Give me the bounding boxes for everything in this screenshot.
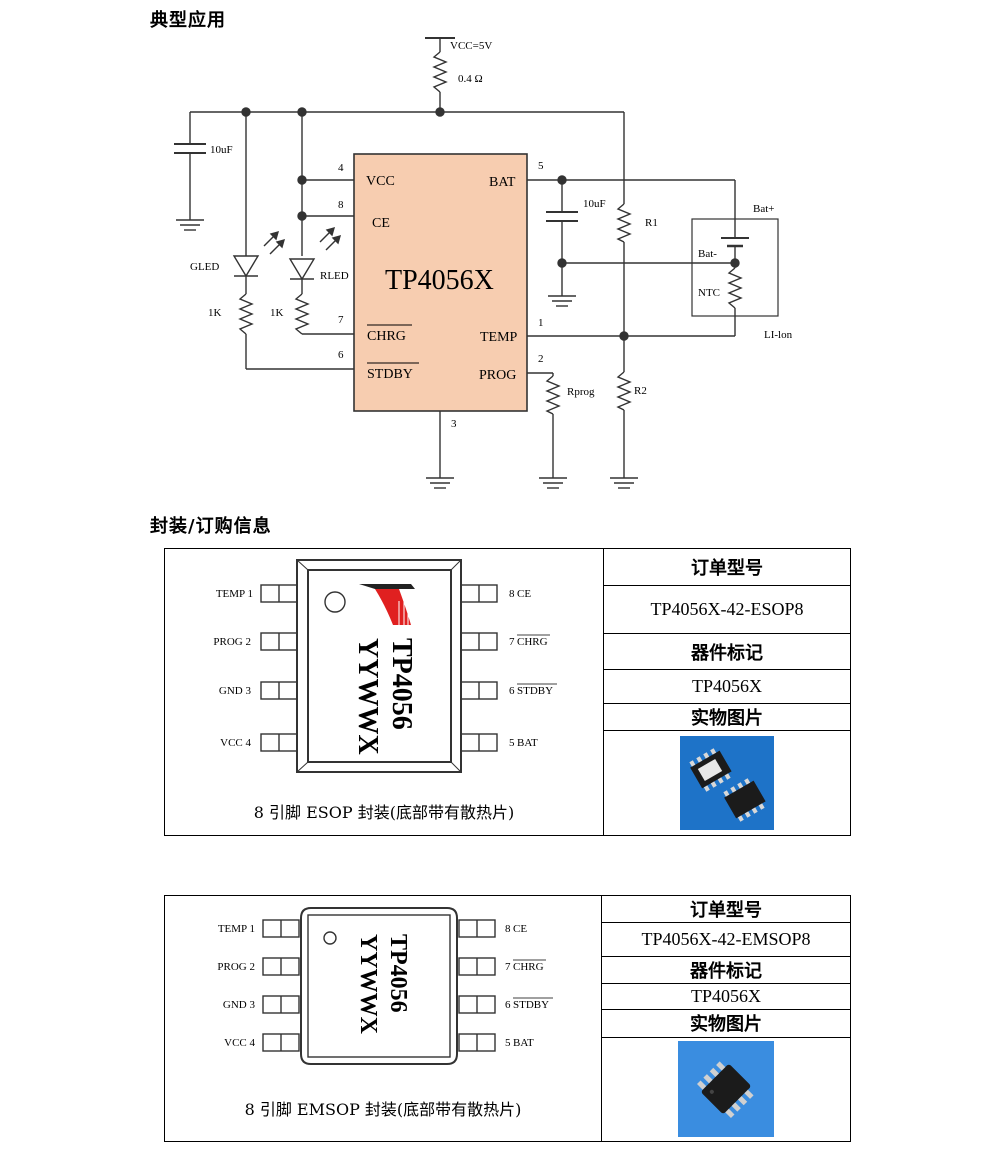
esop-chip-photo: [680, 736, 774, 830]
section-title-package-ordering: 封装/订购信息: [150, 516, 272, 537]
rled-label: RLED: [320, 270, 349, 282]
input-cap-label: 10uF: [210, 144, 233, 156]
emsop-left-pin-1: TEMP 1: [218, 923, 255, 935]
package-table-esop: TEMP 1 PROG 2 GND 3 VCC 4 8 CE 7 CHRG 6 …: [164, 548, 851, 836]
esop-order-value: TP4056X-42-ESOP8: [603, 585, 851, 634]
emsop-mark-header: 器件标记: [601, 956, 851, 985]
esop-right-pin-8-num: 8: [509, 588, 515, 600]
emsop-right-pin-5-num: 5: [505, 1037, 511, 1049]
esop-mark-value: TP4056X: [603, 669, 851, 704]
esop-package-drawing: TEMP 1 PROG 2 GND 3 VCC 4 8 CE 7 CHRG 6 …: [213, 559, 557, 773]
emsop-photo-header: 实物图片: [601, 1009, 851, 1038]
package-drawing-cell: TEMP 1 PROG 2 GND 3 VCC 4 8 CE 7 CHRG 6 …: [164, 895, 602, 1142]
emsop-caption: 8 引脚 EMSOP 封装(底部带有散热片): [244, 1100, 522, 1119]
pin-chrg-num: 7: [338, 314, 344, 326]
ntc-label: NTC: [698, 287, 720, 299]
esop-right-pin-6-num: 6: [509, 685, 515, 697]
pin-temp-name: TEMP: [480, 330, 518, 345]
esop-left-pin-2: PROG 2: [213, 636, 251, 648]
pin-ce-num: 8: [338, 199, 344, 211]
emsop-photo-cell: [601, 1036, 851, 1143]
esop-right-pin-6-name: STDBY: [517, 685, 553, 697]
pin-bat-num: 5: [538, 160, 544, 172]
esop-marking-line1: TP4056: [386, 638, 417, 730]
emsop-right-pin-5-name: BAT: [513, 1037, 534, 1049]
package-drawing-cell: TEMP 1 PROG 2 GND 3 VCC 4 8 CE 7 CHRG 6 …: [164, 548, 604, 836]
esop-marking-line2: YYWWX: [352, 638, 383, 755]
emsop-right-pin-6-num: 6: [505, 999, 511, 1011]
emsop-package-drawing: TEMP 1 PROG 2 GND 3 VCC 4 8 CE 7 CHRG 6 …: [217, 907, 553, 1065]
pin-vcc-name: VCC: [366, 174, 395, 189]
sense-resistor-label: 0.4 Ω: [458, 73, 483, 85]
ic-body: [353, 153, 528, 412]
emsop-right-pin-8-name: CE: [513, 923, 527, 935]
emsop-right-pin-7-name: CHRG: [513, 961, 544, 973]
esop-left-pin-1: TEMP 1: [216, 588, 253, 600]
emsop-order-header: 订单型号: [601, 894, 851, 924]
bat-plus-label: Bat+: [753, 203, 774, 215]
gled-label: GLED: [190, 261, 219, 273]
emsop-left-pin-3: GND 3: [223, 999, 256, 1011]
pin-prog-name: PROG: [479, 368, 516, 383]
esop-order-header: 订单型号: [603, 548, 851, 586]
pin-stdby-name: STDBY: [367, 367, 413, 382]
emsop-marking-line1: TP4056: [385, 934, 411, 1013]
rled-resistor-label: 1K: [270, 307, 284, 319]
section-title-typical-application: 典型应用: [150, 10, 226, 31]
battery-type-label: LI-lon: [764, 329, 793, 341]
bat-cap-label: 10uF: [583, 198, 606, 210]
pin-stdby-num: 6: [338, 349, 344, 361]
pin-temp-num: 1: [538, 317, 544, 329]
emsop-right-pin-6-name: STDBY: [513, 999, 549, 1011]
rprog-label: Rprog: [567, 386, 595, 398]
vcc-label: VCC=5V: [450, 40, 492, 52]
emsop-left-pin-4: VCC 4: [224, 1037, 255, 1049]
emsop-marking-line2: YYWWX: [355, 934, 381, 1035]
pin-chrg-name: CHRG: [367, 329, 406, 344]
esop-left-pin-3: GND 3: [219, 685, 252, 697]
esop-caption: 8 引脚 ESOP 封装(底部带有散热片): [253, 803, 515, 822]
esop-right-pin-5-num: 5: [509, 737, 515, 749]
pin-vcc-num: 4: [338, 162, 344, 174]
pin-ce-name: CE: [372, 216, 390, 231]
r1-label: R1: [645, 217, 658, 229]
esop-right-pin-5-name: BAT: [517, 737, 538, 749]
emsop-right-pin-7-num: 7: [505, 961, 511, 973]
brand-logo: [359, 584, 415, 625]
pin-prog-num: 2: [538, 353, 544, 365]
r2-label: R2: [634, 385, 647, 397]
esop-right-pin-7-name: CHRG: [517, 636, 548, 648]
emsop-chip-photo: [678, 1041, 774, 1138]
esop-left-pin-4: VCC 4: [220, 737, 251, 749]
pin-bat-name: BAT: [489, 175, 516, 190]
emsop-left-pin-2: PROG 2: [217, 961, 255, 973]
emsop-right-pin-8-num: 8: [505, 923, 511, 935]
emsop-order-value: TP4056X-42-EMSOP8: [601, 922, 851, 958]
esop-photo-header: 实物图片: [603, 703, 851, 731]
esop-mark-header: 器件标记: [603, 633, 851, 670]
application-schematic: VCC=5V 0.4 Ω 10uF GLED 1K RLED 1K TP4056…: [174, 37, 793, 489]
ic-name: TP4056X: [385, 265, 494, 296]
emsop-mark-value: TP4056X: [601, 983, 851, 1011]
bat-minus-label: Bat-: [698, 248, 717, 260]
pin-gnd-num: 3: [451, 418, 457, 430]
gled-resistor-label: 1K: [208, 307, 222, 319]
package-table-emsop: TEMP 1 PROG 2 GND 3 VCC 4 8 CE 7 CHRG 6 …: [164, 894, 851, 1143]
esop-right-pin-8-name: CE: [517, 588, 531, 600]
esop-photo-cell: [603, 730, 851, 836]
esop-right-pin-7-num: 7: [509, 636, 515, 648]
